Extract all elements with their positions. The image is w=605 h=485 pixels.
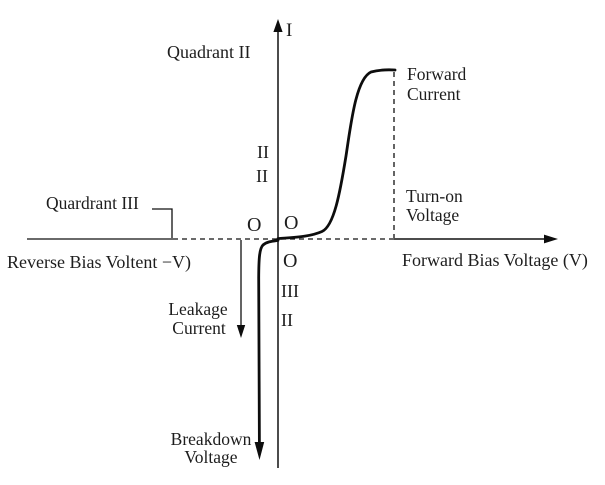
y-axis-label: I [286,20,292,41]
reverse-breakdown-curve [257,239,280,446]
leakage-current-arrow-icon [236,325,246,338]
leakage-current-label-line2: Current [172,318,226,338]
breakdown-voltage-label-line1: Breakdown [171,429,252,449]
roman-ii-lower: II [281,310,293,330]
forward-bias-axis-label: Forward Bias Voltage (V) [402,250,588,271]
x-axis-arrow-right-icon [544,234,558,244]
roman-ii-upper-1: II [257,142,269,162]
forward-current-curve [276,68,397,240]
forward-current-label-line2: Current [407,84,461,104]
breakdown-arrow-down-icon [254,442,265,460]
quadrant-2-label: Quadrant II [167,42,250,62]
roman-ii-upper-2: II [256,166,268,186]
origin-o-below: O [283,250,297,272]
turn-on-voltage-label-line1: Turn-on [406,186,463,206]
y-axis-arrow-up-icon [273,19,283,32]
breakdown-voltage-label-line2: Voltage [184,447,237,467]
turn-on-voltage-label-line2: Voltage [406,205,459,225]
origin-o-left: O [247,214,261,236]
quadrant-3-label: Quardrant III [46,193,139,213]
forward-current-label-line1: Forward [407,64,467,84]
roman-iii-lower: III [281,281,299,301]
origin-o-right: O [284,212,298,234]
leakage-current-label-line1: Leakage [168,299,227,319]
quadrant-3-connector-line [152,208,173,238]
reverse-bias-axis-label: Reverse Bias Voltent −V) [7,252,191,273]
